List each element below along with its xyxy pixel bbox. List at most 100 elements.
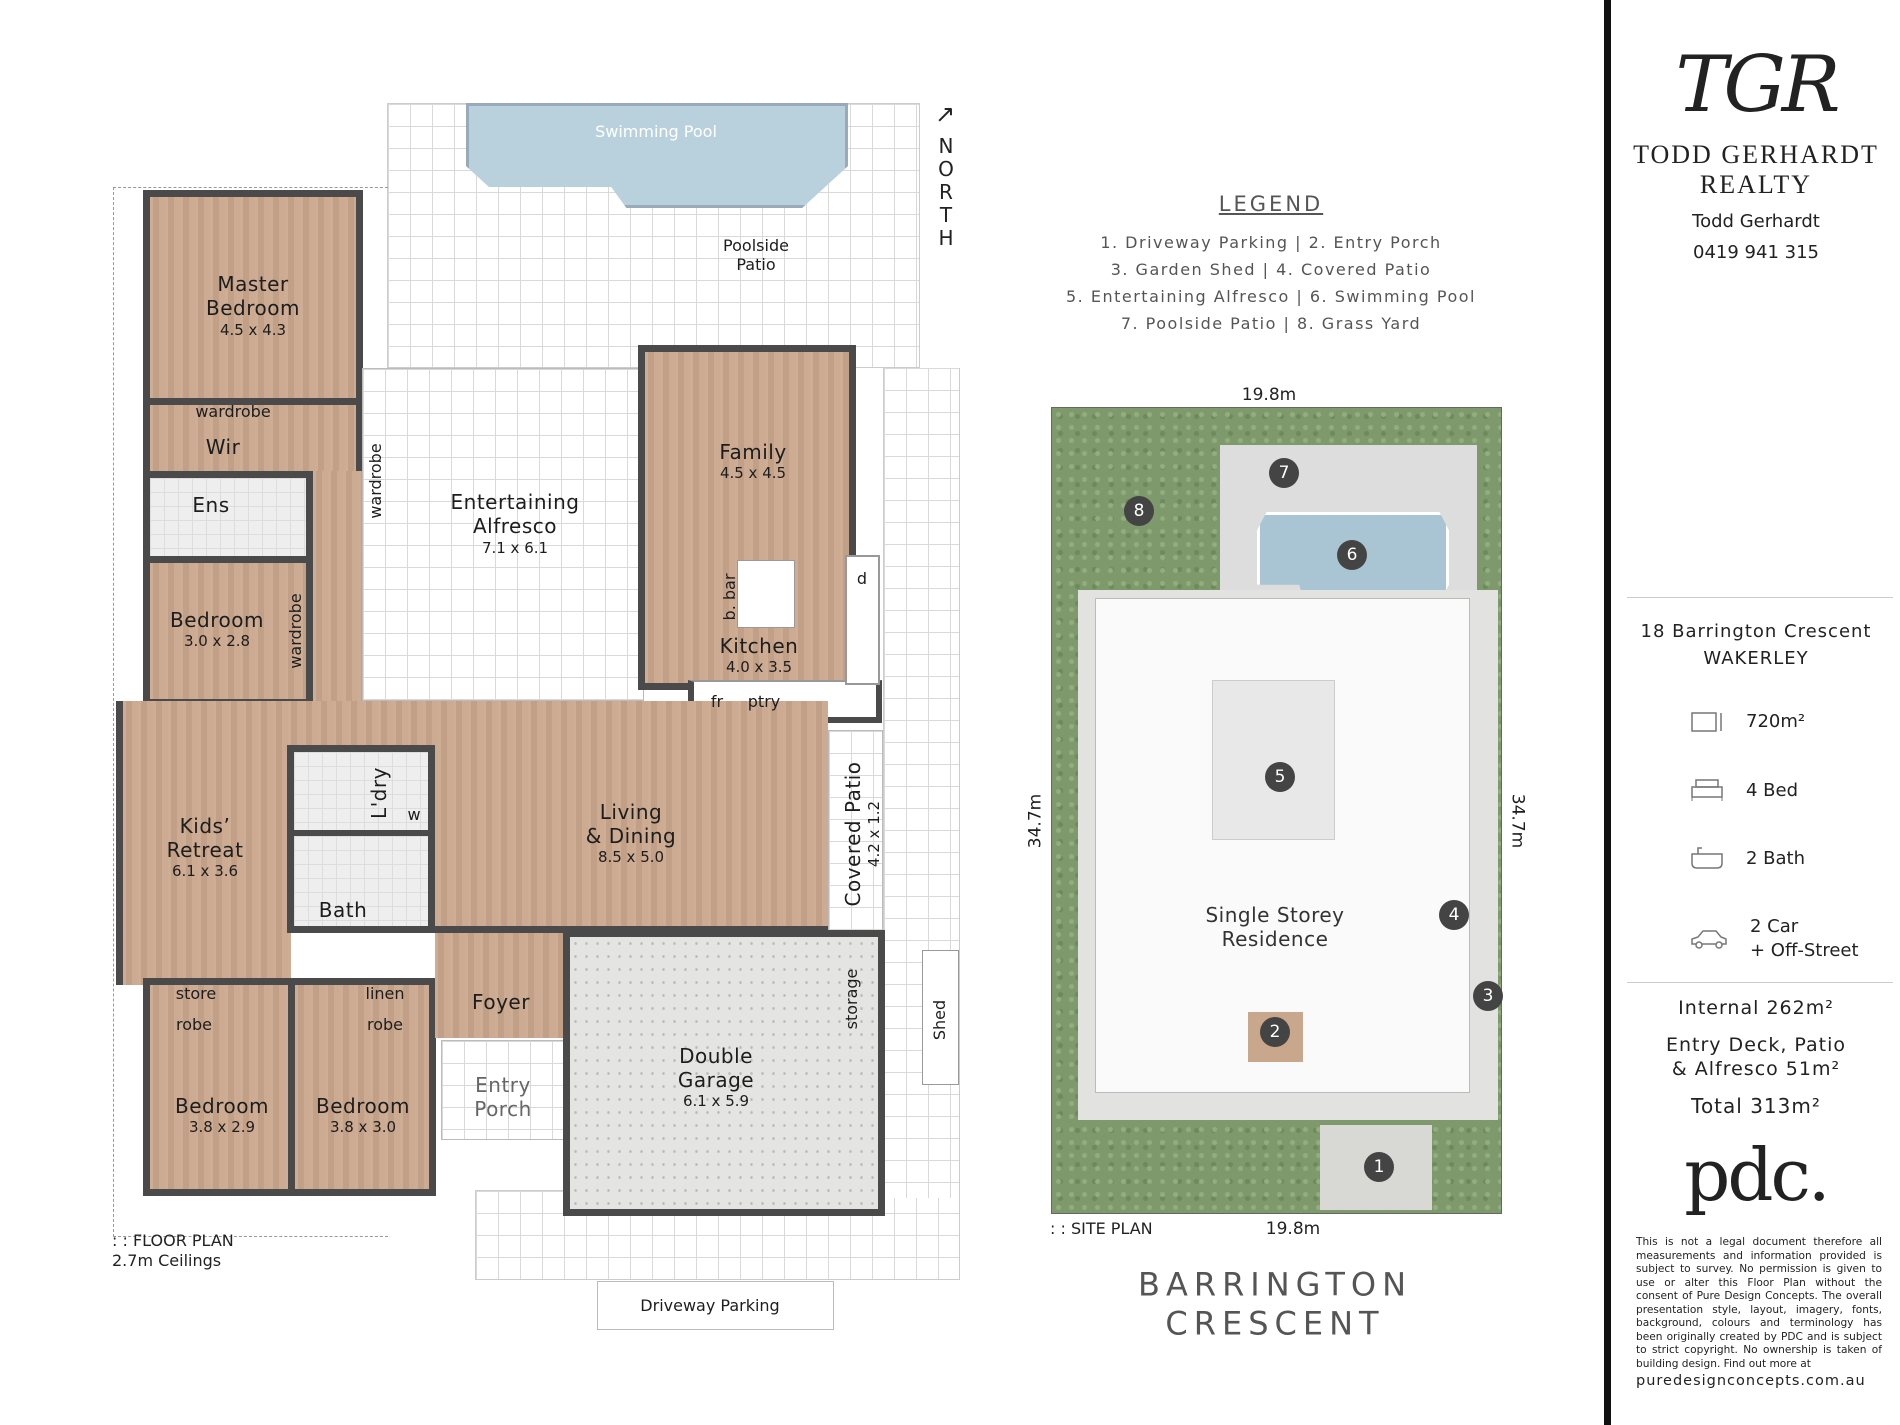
robe-label: robe bbox=[366, 1015, 404, 1035]
entry-porch bbox=[441, 1040, 564, 1140]
marker-pool: 6 bbox=[1337, 540, 1367, 570]
marker-driveway: 1 bbox=[1364, 1152, 1394, 1182]
marker-alfresco: 5 bbox=[1265, 762, 1295, 792]
bedroom-3-label: Bedroom bbox=[175, 1094, 269, 1118]
legend-line: 3. Garden Shed | 4. Covered Patio bbox=[1110, 260, 1432, 279]
street-name-2: CRESCENT bbox=[1165, 1304, 1385, 1343]
bedroom-4-label: Bedroom bbox=[316, 1094, 410, 1118]
poolside-patio-label-2: Patio bbox=[736, 255, 776, 275]
agent-name: Todd Gerhardt bbox=[1692, 211, 1820, 232]
shed-label: Shed bbox=[930, 999, 950, 1041]
site-depth-right: 34.7m bbox=[1507, 793, 1528, 849]
site-plan-caption: : : SITE PLAN bbox=[1050, 1219, 1153, 1238]
foyer-label: Foyer bbox=[472, 990, 530, 1014]
marker-covered-patio: 4 bbox=[1439, 900, 1469, 930]
address-suburb: WAKERLEY bbox=[1703, 648, 1809, 669]
north-letter: N bbox=[938, 134, 954, 158]
alfresco-label: Entertaining bbox=[450, 490, 580, 514]
laundry-bath bbox=[287, 745, 435, 933]
alfresco-area bbox=[362, 368, 644, 701]
bedroom-2-dims: 3.0 x 2.8 bbox=[183, 631, 251, 650]
linen-label: linen bbox=[365, 984, 405, 1004]
stat-label: 720m² bbox=[1746, 710, 1806, 732]
ensuite-label: Ens bbox=[192, 493, 230, 517]
divider bbox=[1627, 597, 1893, 598]
bedroom-2 bbox=[143, 556, 313, 706]
wardrobe-vertical-label: wardrobe bbox=[366, 443, 386, 519]
master-bedroom bbox=[143, 190, 363, 405]
fridge-label: fr bbox=[710, 692, 724, 712]
stat-land: 720m² bbox=[1690, 708, 1805, 734]
master-bedroom-label-2: Bedroom bbox=[206, 296, 300, 320]
bath-label: Bath bbox=[318, 898, 368, 922]
bedroom-3-dims: 3.8 x 2.9 bbox=[188, 1117, 256, 1136]
storage-label: storage bbox=[842, 968, 862, 1030]
wir-label: Wir bbox=[205, 435, 241, 459]
double-garage bbox=[563, 930, 885, 1216]
living-label: Living bbox=[599, 800, 663, 824]
ensuite bbox=[143, 471, 313, 563]
internal-area: Internal 262m² bbox=[1678, 997, 1834, 1019]
bath-icon bbox=[1691, 847, 1723, 869]
stat-bed: 4 Bed bbox=[1690, 777, 1798, 803]
marker-poolside-patio: 7 bbox=[1269, 458, 1299, 488]
site-width-bottom: 19.8m bbox=[1265, 1219, 1321, 1239]
residence-label-2: Residence bbox=[1221, 927, 1329, 951]
stat-label: 4 Bed bbox=[1746, 779, 1799, 801]
kitchen-dims: 4.0 x 3.5 bbox=[725, 657, 793, 676]
stat-car: 2 Car + Off-Street bbox=[1690, 915, 1859, 963]
north-label: N O R T H bbox=[936, 135, 956, 250]
website-link[interactable]: puredesignconcepts.com.au bbox=[1636, 1373, 1866, 1389]
legend-line: 5. Entertaining Alfresco | 6. Swimming P… bbox=[1065, 287, 1477, 306]
wardrobe-label: wardrobe bbox=[195, 402, 271, 422]
kids-retreat-dims: 6.1 x 3.6 bbox=[171, 861, 239, 880]
kids-retreat bbox=[116, 735, 291, 985]
stat-label: 2 Bath bbox=[1746, 847, 1806, 869]
residence-label: Single Storey bbox=[1205, 903, 1345, 927]
north-letter: T bbox=[939, 203, 953, 227]
disclaimer: This is not a legal document therefore a… bbox=[1636, 1236, 1882, 1370]
breakfast-bar-label: b. bar bbox=[720, 573, 740, 621]
marker-garden-shed: 3 bbox=[1473, 981, 1503, 1011]
wardrobe-bed2-label: wardrobe bbox=[286, 593, 306, 669]
north-letter: H bbox=[938, 226, 954, 250]
wc-label: w bbox=[407, 805, 421, 825]
bedroom-4 bbox=[288, 978, 436, 1196]
kitchen-label: Kitchen bbox=[719, 634, 799, 658]
master-bedroom-dims: 4.5 x 4.3 bbox=[219, 320, 287, 339]
sidebar-divider bbox=[1604, 0, 1611, 1425]
garage-label-2: Garage bbox=[677, 1068, 755, 1092]
ceiling-height: 2.7m Ceilings bbox=[112, 1251, 222, 1270]
outdoor-area: Entry Deck, Patio bbox=[1665, 1034, 1847, 1056]
tgr-logo: TGR bbox=[1675, 40, 1840, 130]
marker-entry-porch: 2 bbox=[1260, 1017, 1290, 1047]
alfresco-dims: 7.1 x 6.1 bbox=[481, 538, 549, 557]
site-width-top: 19.8m bbox=[1241, 385, 1297, 405]
site-alfresco bbox=[1212, 680, 1335, 840]
stat-bath: 2 Bath bbox=[1690, 845, 1805, 871]
stat-label: + Off-Street bbox=[1750, 940, 1859, 961]
car-icon bbox=[1691, 930, 1727, 949]
family-dims: 4.5 x 4.5 bbox=[719, 463, 787, 482]
living-dims: 8.5 x 5.0 bbox=[597, 847, 665, 866]
robe-label: robe bbox=[175, 1015, 213, 1035]
marker-grass-yard: 8 bbox=[1124, 496, 1154, 526]
alfresco-label-2: Alfresco bbox=[472, 514, 558, 538]
bedroom-3 bbox=[143, 978, 295, 1196]
address-street: 18 Barrington Crescent bbox=[1640, 621, 1872, 642]
agent-phone[interactable]: 0419 941 315 bbox=[1693, 242, 1819, 263]
foyer bbox=[435, 933, 566, 1038]
driveway-box bbox=[597, 1281, 834, 1330]
garage-dims: 6.1 x 5.9 bbox=[682, 1091, 750, 1110]
agency-name: TODD GERHARDT bbox=[1633, 140, 1879, 169]
covered-patio-dims: 4.2 x 1.2 bbox=[864, 800, 883, 868]
kids-retreat-label: Kids’ bbox=[179, 814, 231, 838]
laundry-label: L'dry bbox=[367, 767, 391, 819]
total-area: Total 313m² bbox=[1691, 1094, 1821, 1118]
floor-plan-caption: : : FLOOR PLAN bbox=[112, 1231, 234, 1250]
master-bedroom-label: Master bbox=[217, 272, 289, 296]
bedroom-4-dims: 3.8 x 3.0 bbox=[329, 1117, 397, 1136]
garage-label: Double bbox=[679, 1044, 753, 1068]
bath-divider bbox=[287, 830, 435, 836]
land-icon bbox=[1691, 712, 1722, 732]
